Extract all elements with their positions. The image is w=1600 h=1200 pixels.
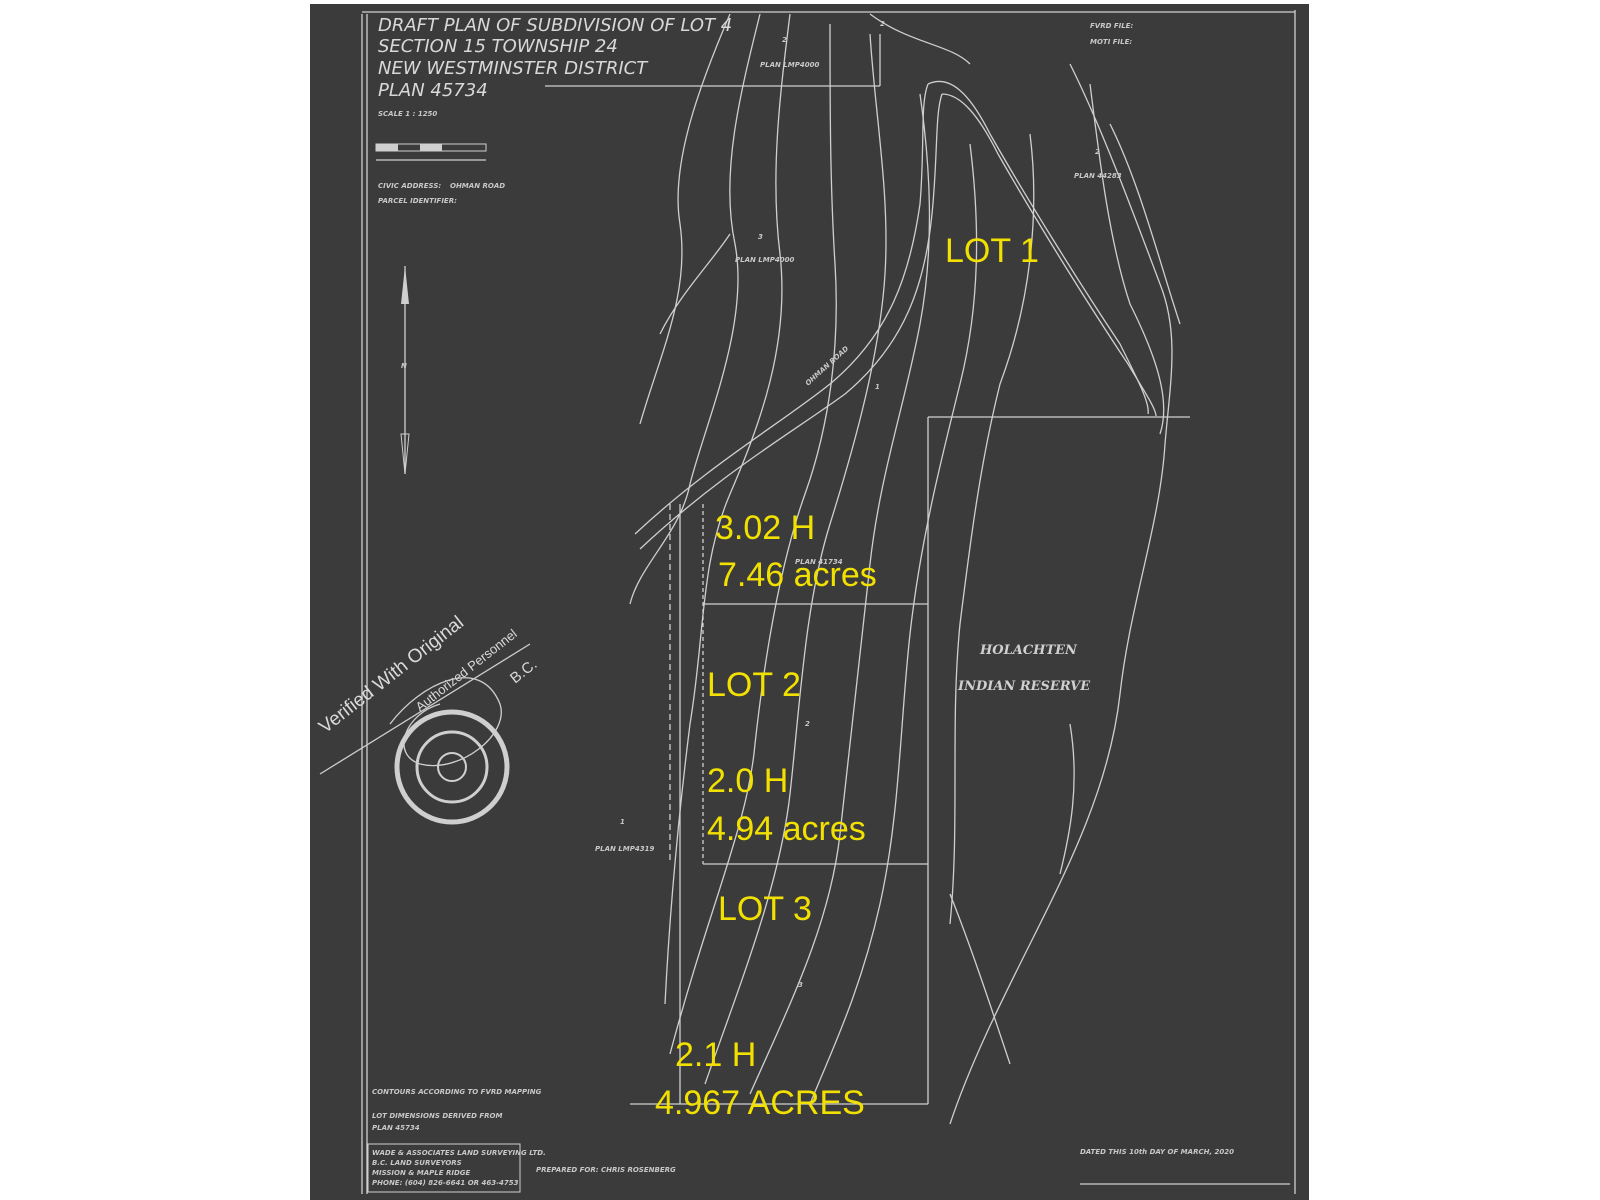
lot3-area-hectares: 2.1 H bbox=[675, 1036, 756, 1074]
surveyor-line-4: PHONE: (604) 826-6641 OR 463-4753 bbox=[372, 1179, 519, 1187]
title-line-2: SECTION 15 TOWNSHIP 24 bbox=[378, 36, 618, 57]
contour-lines bbox=[629, 13, 1165, 1105]
title-line-4: PLAN 45734 bbox=[378, 80, 488, 101]
lot-number: 2 bbox=[782, 36, 787, 44]
title-line-1: DRAFT PLAN OF SUBDIVISION OF LOT 4 bbox=[378, 15, 732, 36]
reserve-label-line-2: INDIAN RESERVE bbox=[957, 679, 1091, 694]
plan-reference: PLAN LMP4000 bbox=[735, 256, 794, 264]
civic-address-label: CIVIC ADDRESS: bbox=[378, 182, 441, 190]
parcel-identifier-label: PARCEL IDENTIFIER: bbox=[378, 197, 457, 205]
seal-center bbox=[437, 752, 467, 782]
lot2-area-acres: 4.94 acres bbox=[707, 810, 866, 848]
scale-bar-segment bbox=[420, 144, 442, 151]
dated-note: DATED THIS 10th DAY OF MARCH, 2020 bbox=[1080, 1148, 1234, 1156]
surveyor-box bbox=[367, 1143, 521, 1193]
lot-number: 1 bbox=[620, 818, 625, 826]
lot-number: 2 bbox=[805, 720, 810, 728]
plan-reference: PLAN 44283 bbox=[1074, 172, 1122, 180]
seal-inner-ring bbox=[415, 730, 489, 804]
lot3-label: LOT 3 bbox=[718, 890, 812, 928]
subdivision-plan-map: DRAFT PLAN OF SUBDIVISION OF LOT 4 SECTI… bbox=[310, 4, 1309, 1200]
lot-number: 2 bbox=[880, 20, 885, 28]
prepared-for-note: PREPARED FOR: CHRIS ROSENBERG bbox=[536, 1166, 676, 1174]
surveyor-line-1: WADE & ASSOCIATES LAND SURVEYING LTD. bbox=[372, 1149, 546, 1157]
north-symbol: N bbox=[401, 362, 407, 370]
scale-bar-segment bbox=[376, 144, 398, 151]
title-line-3: NEW WESTMINSTER DISTRICT bbox=[378, 58, 649, 79]
moti-file-label: MOTI FILE: bbox=[1090, 38, 1132, 46]
plan-reference: PLAN LMP4000 bbox=[760, 61, 819, 69]
creek-lines bbox=[869, 13, 1181, 1125]
lot-number: 1 bbox=[875, 383, 880, 391]
lot-number: 3 bbox=[798, 981, 803, 989]
lot-boundaries bbox=[545, 34, 1190, 1105]
plan-reference: PLAN 41734 bbox=[795, 558, 843, 566]
seal-outer-ring bbox=[394, 709, 510, 825]
plan-reference: PLAN LMP4319 bbox=[595, 845, 654, 853]
lot-number: 2 bbox=[1095, 148, 1100, 156]
civic-address-value: OHMAN ROAD bbox=[450, 182, 505, 190]
reserve-label-line-1: HOLACHTEN bbox=[979, 643, 1078, 658]
north-arrow-icon: N bbox=[400, 266, 410, 475]
scale-text: SCALE 1 : 1250 bbox=[378, 110, 437, 118]
stamp-line bbox=[319, 643, 531, 775]
lot2-area-hectares: 2.0 H bbox=[707, 762, 788, 800]
surveyor-line-2: B.C. LAND SURVEYORS bbox=[372, 1159, 462, 1167]
contours-note: CONTOURS ACCORDING TO FVRD MAPPING bbox=[372, 1088, 542, 1096]
dimensions-plan-note: PLAN 45734 bbox=[372, 1124, 420, 1132]
lot1-area-hectares: 3.02 H bbox=[715, 509, 815, 547]
surveyor-line-3: MISSION & MAPLE RIDGE bbox=[372, 1169, 471, 1177]
dimensions-note: LOT DIMENSIONS DERIVED FROM bbox=[372, 1112, 502, 1120]
stamp-signature-scribble bbox=[389, 677, 502, 767]
lot2-label: LOT 2 bbox=[707, 666, 801, 704]
lot-number: 3 bbox=[758, 233, 763, 241]
lot3-area-acres: 4.967 ACRES bbox=[655, 1084, 865, 1122]
fvrd-file-label: FVRD FILE: bbox=[1090, 22, 1133, 30]
lot1-area-acres: 7.46 acres bbox=[718, 556, 877, 594]
lot1-label: LOT 1 bbox=[945, 232, 1039, 270]
